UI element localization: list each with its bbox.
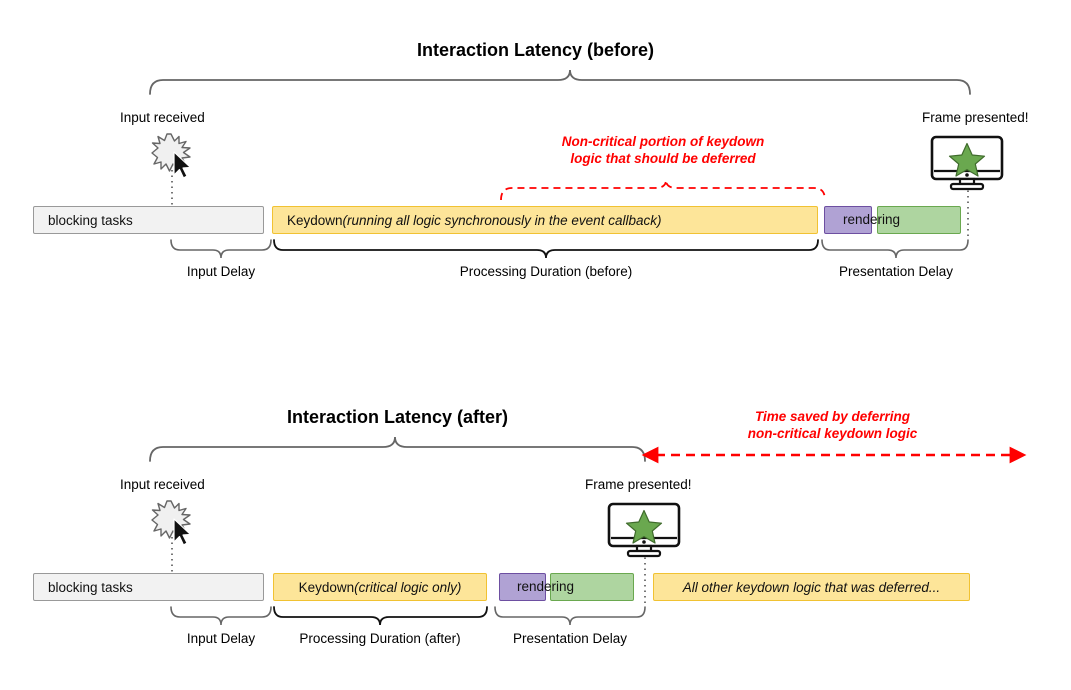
after-bar-deferred-logic-label: All other keydown logic that was deferre…	[682, 579, 941, 595]
before-phase-label-input-delay: Input Delay	[186, 264, 256, 279]
before-diagram-title: Interaction Latency (before)	[416, 40, 655, 60]
before-red-annotation-line2: logic that should be deferred	[570, 151, 756, 166]
after-red-annotation-line2: non-critical keydown logic	[747, 426, 918, 441]
before-input-received-label: Input received	[120, 110, 205, 125]
before-bar-keydown-label: Keydown	[287, 212, 343, 228]
before-bar-rendering-label: rendering	[843, 212, 901, 227]
after-click-burst-cursor-icon	[151, 500, 192, 546]
after-presentation-delay-brace	[494, 606, 646, 626]
after-input-delay-brace	[170, 606, 272, 626]
after-frame-presented-label: Frame presented!	[585, 477, 692, 492]
after-phase-label-processing-duration: Processing Duration (after)	[299, 631, 461, 646]
after-monitor-star-icon	[607, 502, 681, 558]
after-bar-rendering-label: rendering	[517, 579, 575, 594]
before-processing-duration-brace	[273, 239, 819, 259]
after-input-received-label: Input received	[120, 477, 205, 492]
after-bar-keydown-label-italic: (critical logic only)	[354, 579, 462, 595]
after-bar-deferred-logic[interactable]: All other keydown logic that was deferre…	[653, 573, 970, 601]
after-bar-rendering[interactable]	[550, 573, 634, 601]
before-red-annotation-line1: Non-critical portion of keydown	[561, 134, 765, 149]
before-bar-rendering[interactable]	[877, 206, 961, 234]
after-diagram-title: Interaction Latency (after)	[286, 407, 509, 427]
after-red-annotation: Time saved by deferring non-critical key…	[650, 408, 1015, 442]
before-bar-keydown-label-italic: (running all logic synchronously in the …	[342, 212, 662, 228]
after-bar-blocking-tasks[interactable]: blocking tasks	[33, 573, 264, 601]
after-bar-keydown[interactable]: Keydown (critical logic only)	[273, 573, 487, 601]
before-click-burst-cursor-icon	[151, 133, 192, 179]
before-red-annotation: Non-critical portion of keydown logic th…	[478, 133, 848, 167]
after-phase-label-input-delay: Input Delay	[186, 631, 256, 646]
before-presentation-delay-brace	[821, 239, 969, 259]
before-interaction-latency-brace	[149, 69, 971, 95]
after-interaction-latency-brace	[149, 436, 646, 462]
before-bar-paint[interactable]	[824, 206, 872, 234]
before-bar-blocking-tasks-label: blocking tasks	[48, 212, 133, 228]
before-phase-label-processing-duration: Processing Duration (before)	[459, 264, 633, 279]
before-bar-keydown[interactable]: Keydown (running all logic synchronously…	[272, 206, 818, 234]
before-monitor-star-icon	[930, 135, 1004, 191]
before-bar-blocking-tasks[interactable]: blocking tasks	[33, 206, 264, 234]
after-phase-label-presentation-delay: Presentation Delay	[512, 631, 628, 646]
before-phase-label-presentation-delay: Presentation Delay	[838, 264, 954, 279]
after-bar-blocking-tasks-label: blocking tasks	[48, 579, 133, 595]
after-bar-paint[interactable]	[499, 573, 546, 601]
after-processing-duration-brace	[273, 606, 488, 626]
before-noncritical-red-brace	[500, 179, 826, 201]
before-frame-presented-label: Frame presented!	[922, 110, 1029, 125]
after-red-annotation-line1: Time saved by deferring	[754, 409, 911, 424]
after-bar-keydown-label: Keydown	[298, 579, 355, 595]
before-input-delay-brace	[170, 239, 272, 259]
